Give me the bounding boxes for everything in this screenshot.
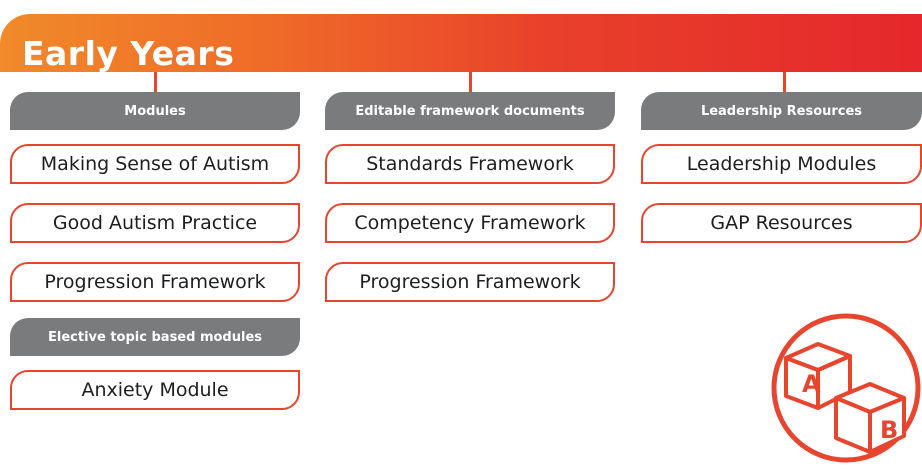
item-making-sense-of-autism[interactable]: Making Sense of Autism: [10, 144, 300, 184]
item-gap-resources[interactable]: GAP Resources: [641, 203, 922, 243]
header-elective-modules: Elective topic based modules: [10, 318, 300, 356]
header-modules: Modules: [10, 92, 300, 130]
item-anxiety-module[interactable]: Anxiety Module: [10, 370, 300, 410]
connector-leadership: [783, 72, 786, 92]
connector-framework-docs: [469, 72, 472, 92]
connector-modules: [154, 72, 157, 92]
abc-blocks-icon: A B: [771, 313, 921, 463]
item-standards-framework[interactable]: Standards Framework: [325, 144, 615, 184]
item-competency-framework[interactable]: Competency Framework: [325, 203, 615, 243]
item-progression-framework-docs[interactable]: Progression Framework: [325, 262, 615, 302]
block-letter-a: A: [802, 370, 821, 398]
item-good-autism-practice[interactable]: Good Autism Practice: [10, 203, 300, 243]
header-leadership-resources: Leadership Resources: [641, 92, 922, 130]
header-editable-framework-documents: Editable framework documents: [325, 92, 615, 130]
item-progression-framework-modules[interactable]: Progression Framework: [10, 262, 300, 302]
block-letter-b: B: [880, 416, 898, 444]
title-banner: Early Years: [0, 14, 922, 73]
page-title: Early Years: [22, 34, 235, 73]
item-leadership-modules[interactable]: Leadership Modules: [641, 144, 922, 184]
